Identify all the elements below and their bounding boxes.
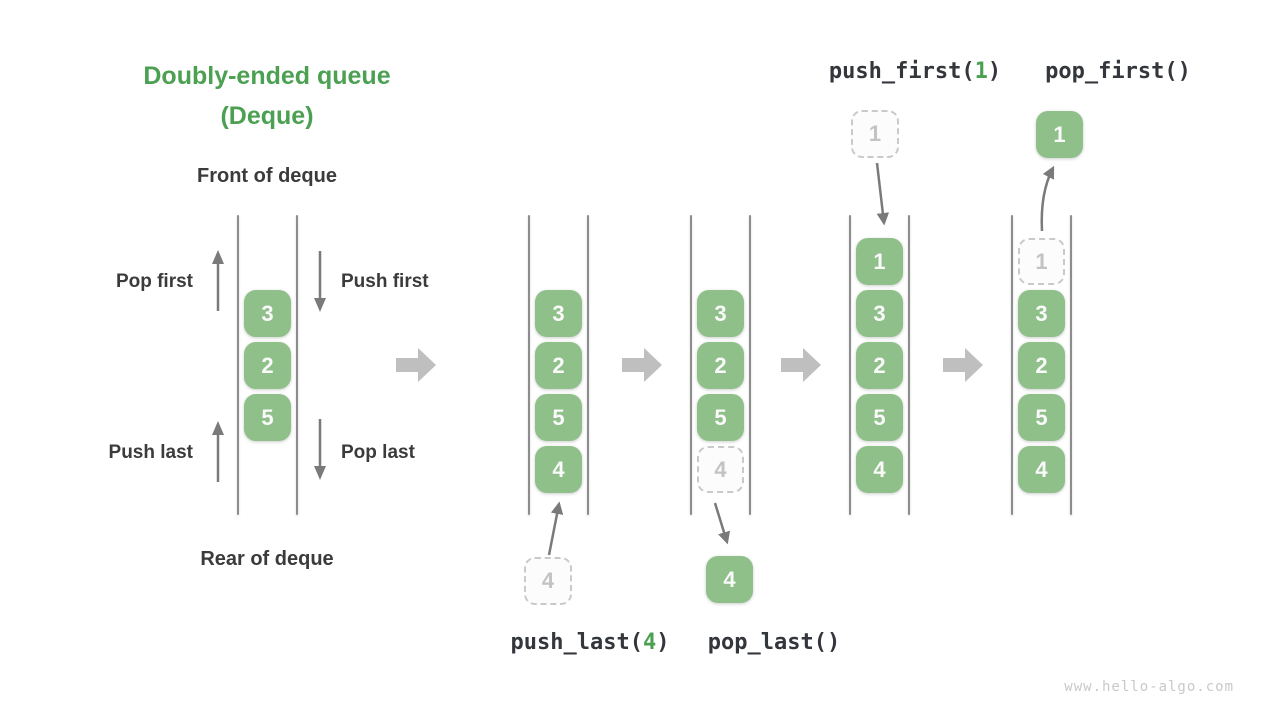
front-of-deque-label: Front of deque (197, 165, 337, 187)
cell-value: 5 (1035, 404, 1048, 430)
pop-last-arrow-icon (314, 419, 326, 480)
pop-first-label: Pop first (115, 271, 193, 292)
deque-wall-left (849, 215, 851, 515)
transition-arrow-icon (396, 348, 436, 382)
code-text: ) (656, 630, 670, 655)
deque-cell: 2 (1018, 342, 1065, 389)
deque-state-pop-first: 1 3 2 5 4 (1011, 215, 1072, 515)
deque-wall-left (237, 215, 239, 515)
push-first-insert-arrow-icon (875, 162, 890, 226)
deque-cell: 2 (244, 342, 291, 389)
deque-state-pop-last: 3 2 5 4 (690, 215, 751, 515)
push-first-arrow-icon (314, 251, 326, 312)
outgoing-cell: 1 (1036, 111, 1083, 158)
cell-value: 3 (261, 300, 274, 326)
cell-value: 1 (873, 248, 886, 274)
deque-wall-left (690, 215, 692, 515)
deque-cell: 5 (1018, 394, 1065, 441)
deque-cell: 3 (1018, 290, 1065, 337)
cell-value: 4 (1035, 456, 1048, 482)
deque-cell: 5 (244, 394, 291, 441)
deque-cell: 3 (535, 290, 582, 337)
deque-main: 3 2 5 (237, 215, 298, 515)
deque-cell: 5 (697, 394, 744, 441)
pop-first-remove-arrow-icon (1040, 165, 1055, 232)
cell-value: 1 (1053, 121, 1066, 147)
deque-cell: 4 (1018, 446, 1065, 493)
code-text: pop_first() (1045, 59, 1191, 84)
title-line-2: (Deque) (220, 102, 314, 130)
deque-cell: 2 (697, 342, 744, 389)
cell-value: 5 (552, 404, 565, 430)
transition-arrow-icon (781, 348, 821, 382)
push-last-arrow-icon (212, 421, 224, 482)
deque-cell: 3 (244, 290, 291, 337)
code-text: push_first( (828, 59, 975, 84)
deque-cell: 4 (856, 446, 903, 493)
cell-value: 2 (552, 352, 565, 378)
incoming-cell-ghost: 1 (851, 110, 899, 158)
transition-arrow-icon (943, 348, 983, 382)
push-first-code-label: push_first(1) (805, 59, 1025, 84)
deque-cell-ghost: 1 (1018, 238, 1065, 285)
deque-state-push-first: 1 3 2 5 4 (849, 215, 910, 515)
cell-value: 4 (552, 456, 565, 482)
deque-wall-right (1070, 215, 1072, 515)
rear-of-deque-label: Rear of deque (200, 548, 334, 570)
cell-value: 4 (873, 456, 886, 482)
push-first-label: Push first (341, 271, 429, 292)
outgoing-cell: 4 (706, 556, 753, 603)
pop-last-remove-arrow-icon (713, 502, 731, 545)
deque-cell: 3 (697, 290, 744, 337)
pop-last-label: Pop last (341, 442, 415, 463)
pop-last-code-label: pop_last() (664, 630, 884, 655)
cell-value: 4 (723, 566, 736, 592)
deque-wall-right (296, 215, 298, 515)
transition-arrow-icon (622, 348, 662, 382)
deque-wall-right (749, 215, 751, 515)
cell-value: 2 (873, 352, 886, 378)
cell-value: 5 (714, 404, 727, 430)
deque-cell: 1 (856, 238, 903, 285)
code-text: pop_last() (707, 630, 841, 655)
cell-value: 3 (873, 300, 886, 326)
deque-state-push-last: 3 2 5 4 (528, 215, 589, 515)
deque-cell-ghost: 4 (697, 446, 744, 493)
deque-cell: 3 (856, 290, 903, 337)
deque-wall-right (908, 215, 910, 515)
cell-value: 4 (541, 568, 555, 593)
deque-cell: 5 (856, 394, 903, 441)
pop-first-arrow-icon (212, 250, 224, 311)
cell-value: 5 (873, 404, 886, 430)
incoming-cell-ghost: 4 (524, 557, 572, 605)
cell-value: 3 (1035, 300, 1048, 326)
cell-value: 5 (261, 404, 274, 430)
cell-value: 3 (552, 300, 565, 326)
code-text: push_last( (510, 630, 643, 655)
title-line-1: Doubly-ended queue (143, 62, 391, 90)
cell-value: 3 (714, 300, 727, 326)
push-last-label: Push last (108, 442, 193, 463)
deque-cell: 4 (535, 446, 582, 493)
code-arg: 1 (974, 59, 988, 84)
deque-wall-left (528, 215, 530, 515)
deque-cell: 2 (856, 342, 903, 389)
deque-wall-right (587, 215, 589, 515)
push-last-code-label: push_last(4) (480, 630, 700, 655)
code-arg: 4 (642, 630, 657, 655)
diagram-title: Doubly-ended queue (Deque) (87, 56, 447, 136)
code-text: ) (987, 59, 1002, 84)
push-last-insert-arrow-icon (547, 501, 564, 556)
cell-value: 1 (1035, 248, 1048, 274)
cell-value: 2 (261, 352, 274, 378)
deque-cell: 5 (535, 394, 582, 441)
deque-wall-left (1011, 215, 1013, 515)
cell-value: 2 (1035, 352, 1048, 378)
deque-cell: 2 (535, 342, 582, 389)
cell-value: 4 (714, 456, 727, 482)
watermark: www.hello-algo.com (1064, 679, 1234, 695)
pop-first-code-label: pop_first() (1008, 59, 1228, 84)
cell-value: 1 (868, 121, 882, 146)
cell-value: 2 (714, 352, 727, 378)
